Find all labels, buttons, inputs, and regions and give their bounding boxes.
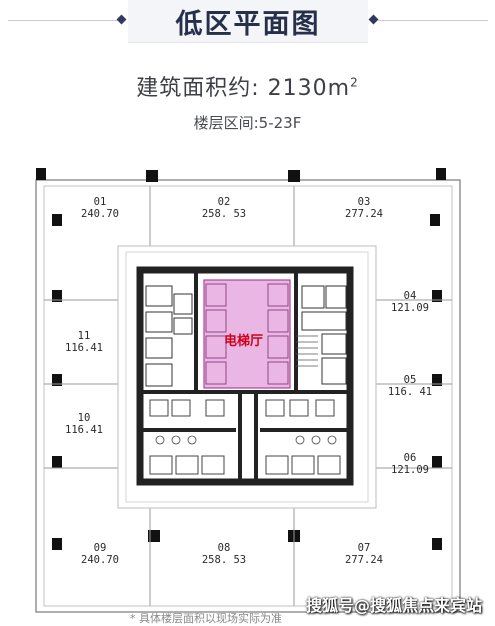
unit-area: 277.24 [345,554,383,566]
unit-id: 05 [403,374,417,386]
unit-area: 116.41 [65,342,103,354]
restroom-stalls [149,399,341,475]
elevator-hall-highlight [203,279,291,389]
unit-id: 01 [93,196,107,208]
header-line-left [8,20,120,21]
columns [36,168,446,550]
unit-area: 240.70 [81,554,119,566]
unit-area: 258. 53 [201,208,247,220]
area-text: 建筑面积约: 2130m [136,76,351,101]
unit-id: 06 [403,452,417,464]
unit-id: 10 [77,412,91,424]
outer-slab-inner [43,185,453,607]
unit-area: 121.09 [391,302,429,314]
unit-area: 116. 41 [387,386,433,398]
header-line-right [378,20,488,21]
unit-id: 07 [357,542,371,554]
area-unit-sup: 2 [350,75,359,90]
core-walls [136,266,354,486]
sinks [155,435,337,445]
unit-area: 116.41 [65,424,103,436]
unit-area: 258. 53 [201,554,247,566]
unit-id: 02 [217,196,231,208]
header-bar [128,0,368,43]
building-area: 建筑面积约: 2130m2 [0,70,495,102]
unit-area: 121.09 [391,464,429,476]
left-shafts [145,285,193,387]
unit-id: 11 [77,330,91,342]
footnote: * 具体楼层面积以现场实际为准 [130,612,282,625]
right-shafts [301,285,347,385]
unit-id: 09 [93,542,107,554]
floor-range: 楼层区间:5-23F [193,114,302,132]
core-inner-walls [140,270,350,482]
unit-id: 04 [403,290,417,302]
stair-treads [296,335,318,367]
header: 低区平面图 [0,0,495,48]
unit-id: 08 [217,542,231,554]
unit-id: 03 [357,196,371,208]
elevator-cars [205,283,289,385]
partitions [44,186,452,606]
unit-area: 277.24 [345,208,383,220]
unit-area: 240.70 [81,208,119,220]
page-title: 低区平面图 [175,9,321,40]
elevator-hall-label: 电梯厅 [224,334,264,349]
watermark: 搜狐号@搜狐焦点来宾站 [306,596,483,615]
